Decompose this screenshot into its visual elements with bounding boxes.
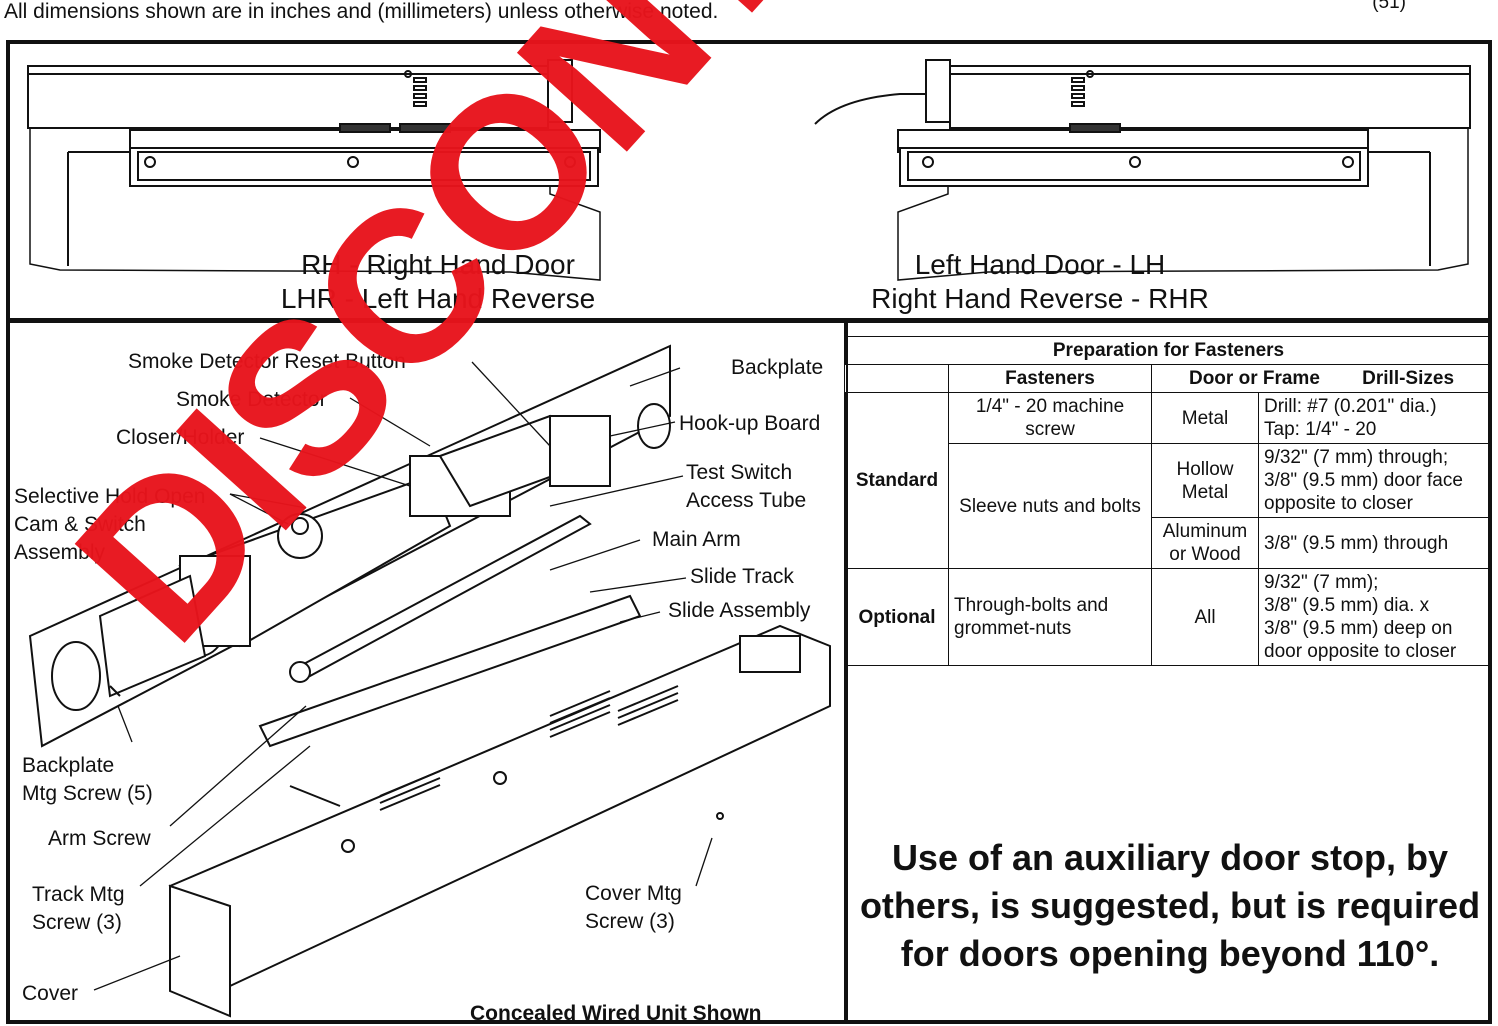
rh-label: RH - Right Hand Door [301,249,575,280]
selective-hold-line3: Assembly [14,541,106,564]
callout-slide-track: Slide Track [690,565,794,588]
exploded-assembly-drawing [28,344,831,1018]
test-switch-line1: Test Switch [686,461,793,484]
backplate-screw-line1: Backplate [22,754,115,777]
cell-drill: 3/8" (9.5 mm) through [1258,517,1492,569]
callout-main-arm: Main Arm [652,528,741,551]
cell-door: Hollow Metal [1151,443,1259,518]
callout-cover-screw: Cover Mtg Screw (3) [585,880,682,936]
backplate-screw-line2: Mtg Screw (5) [22,782,153,805]
callout-arm-screw: Arm Screw [48,827,151,850]
table-title: Preparation for Fasteners [845,336,1492,365]
cell-drill-line: 9/32" (7 mm); [1264,572,1379,593]
callout-hookup-board: Hook-up Board [679,412,821,435]
test-switch-line2: Access Tube [686,489,807,512]
cell-door-line: Hollow [1176,458,1234,480]
callout-reset-button: Smoke Detector Reset Button [128,350,406,373]
row-group-standard: Standard [845,392,949,569]
col-header-door: Door or Frame [1188,368,1320,389]
table-row: Aluminum or Wood 3/8" (9.5 mm) through [846,517,1492,569]
cell-door: Metal [1151,392,1259,444]
cell-drill-line: 3/8" (9.5 mm) deep on [1264,618,1453,639]
door-stop-advice: Use of an auxiliary door stop, by others… [850,834,1490,978]
dimensions-note: All dimensions shown are in inches and (… [4,0,719,23]
callout-slide-assembly: Slide Assembly [668,599,811,622]
cell-door-line: or Wood [1169,544,1241,565]
table-row: Standard 1/4" - 20 machine screw Metal D… [845,392,1492,569]
cell-door: All [1151,568,1259,666]
door-handing-drawings [27,59,1471,281]
corner-dimension: (51) [1372,0,1406,13]
left-hand-label: Left Hand Door - LH Right Hand Reverse -… [830,248,1250,316]
panel-divider [6,318,1492,323]
cell-drill: 9/32" (7 mm); 3/8" (9.5 mm) dia. x 3/8" … [1258,568,1492,666]
cell-fastener: Through-bolts and grommet-nuts [948,568,1152,666]
lh-label: Left Hand Door - LH [914,249,1166,280]
callout-closer-holder: Closer/Holder [116,426,245,449]
cell-door-line: Aluminum [1162,521,1248,542]
table-row: Optional Through-bolts and grommet-nuts … [845,568,1492,666]
cell-fastener: 1/4" - 20 machine screw [948,392,1152,444]
row-group-optional: Optional [845,568,949,666]
advice-line: Use of an auxiliary door stop, by [891,837,1449,878]
cell-drill-line: Drill: #7 (0.201" dia.) [1264,396,1437,417]
col-header-drill: Drill-Sizes [1362,368,1455,389]
fastener-table: Preparation for Fasteners Fasteners Door… [845,336,1492,666]
cell-drill-line: 9/32" (7 mm) through; [1264,447,1449,468]
callout-backplate: Backplate [731,356,824,379]
vertical-divider [844,322,848,1024]
table-row: Sleeve nuts and bolts Hollow Metal 9/32"… [846,443,1492,569]
cell-fastener-line: grommet-nuts [954,618,1072,639]
track-screw-line2: Screw (3) [32,911,122,934]
lhr-label: LHR - Left Hand Reverse [280,283,596,314]
cell-fastener-line: Through-bolts and [954,595,1109,616]
cell-door-line: Metal [1181,481,1229,503]
cell-drill: Drill: #7 (0.201" dia.) Tap: 1/4" - 20 [1258,392,1492,444]
cover-screw-line1: Cover Mtg [585,882,682,905]
rhr-label: Right Hand Reverse - RHR [871,283,1209,314]
col-header-door-drill: Door or Frame Drill-Sizes [1151,364,1492,393]
cell-fastener: Sleeve nuts and bolts [948,443,1152,569]
cell-drill-line: 3/8" (9.5 mm) door face [1264,470,1463,491]
cell-drill-line: door opposite to closer [1264,641,1457,662]
cover-screw-line2: Screw (3) [585,910,675,933]
cell-drill-line: 3/8" (9.5 mm) dia. x [1264,595,1430,616]
drawing-caption: Concealed Wired Unit Shown [470,1002,762,1025]
callout-backplate-screw: Backplate Mtg Screw (5) [22,752,153,808]
callout-selective-hold: Selective Hold Open Cam & Switch Assembl… [14,483,205,567]
cell-drill-line: opposite to closer [1264,493,1413,514]
selective-hold-line2: Cam & Switch [14,513,146,536]
callout-track-screw: Track Mtg Screw (3) [32,881,125,937]
cell-drill-line: Tap: 1/4" - 20 [1264,419,1377,440]
col-header-fasteners: Fasteners [948,364,1152,393]
selective-hold-line1: Selective Hold Open [14,485,206,508]
callout-cover: Cover [22,982,79,1005]
right-hand-label: RH - Right Hand Door LHR - Left Hand Rev… [228,248,648,316]
callout-test-switch: Test Switch Access Tube [686,459,806,515]
advice-line: for doors opening beyond 110°. [900,933,1440,974]
callout-smoke-detector: Smoke Detector [176,388,327,411]
cell-drill: 9/32" (7 mm) through; 3/8" (9.5 mm) door… [1258,443,1492,518]
cell-door: Aluminum or Wood [1151,517,1259,569]
advice-line: others, is suggested, but is required [859,885,1481,926]
track-screw-line1: Track Mtg [32,883,125,906]
